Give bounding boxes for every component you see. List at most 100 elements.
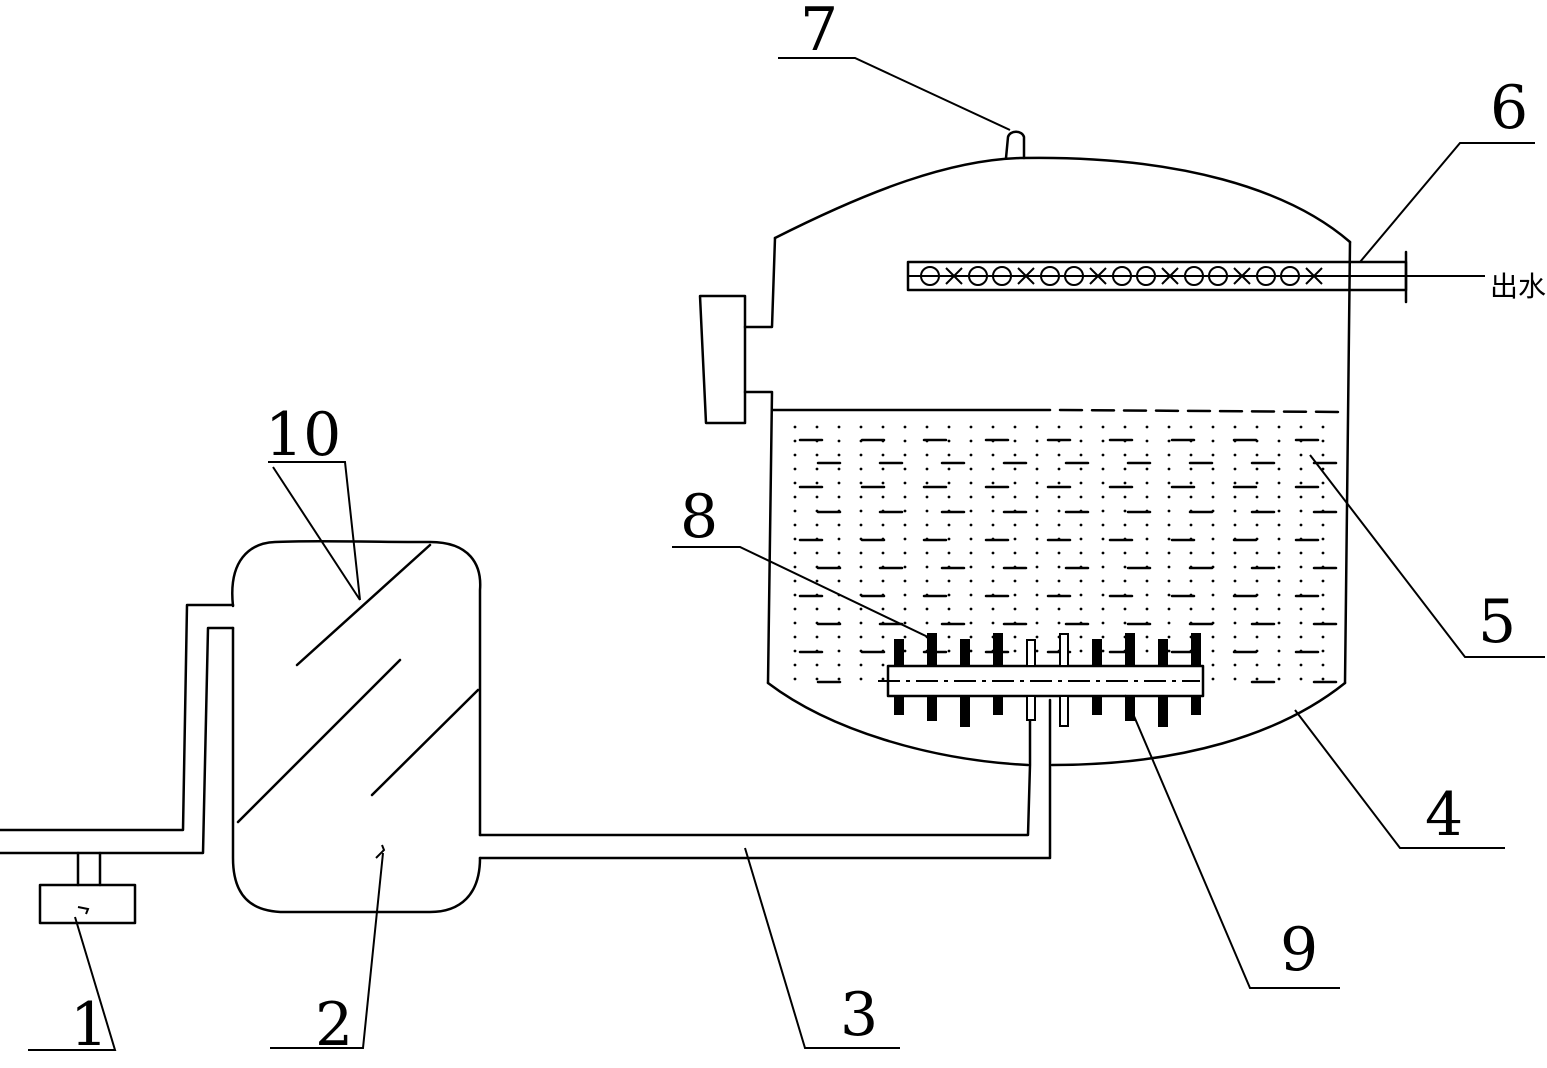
liquid-dot: [1189, 565, 1193, 569]
liquid-dot: [1145, 495, 1149, 499]
liquid-dot: [1013, 467, 1017, 471]
liquid-dot: [1277, 495, 1281, 499]
liquid-dot: [925, 523, 929, 527]
liquid-dot: [1255, 439, 1259, 443]
liquid-dot: [925, 495, 929, 499]
liquid-dot: [859, 439, 863, 443]
liquid-dot: [903, 649, 907, 653]
aerator-fin-bottom: [1026, 695, 1036, 721]
liquid-dot: [903, 621, 907, 625]
liquid-dot: [1145, 481, 1149, 485]
liquid-dot: [947, 425, 951, 429]
label-1: 1: [70, 990, 108, 1060]
liquid-dot: [1035, 579, 1039, 583]
liquid-dot: [1101, 509, 1105, 513]
liquid-dot: [1321, 621, 1325, 625]
aerator-fin-top: [894, 639, 904, 667]
liquid-dot: [1299, 425, 1303, 429]
liquid-dot: [837, 621, 841, 625]
liquid-dot: [1211, 467, 1215, 471]
inlet-pipe: [0, 603, 235, 887]
liquid-dot: [815, 551, 819, 555]
liquid-dot: [1255, 677, 1259, 681]
liquid-dot: [1255, 649, 1259, 653]
liquid-dot: [881, 425, 885, 429]
liquid-dot: [1189, 593, 1193, 597]
liquid-dot: [1057, 495, 1061, 499]
liquid-dot: [1299, 649, 1303, 653]
liquid-dot: [1167, 509, 1171, 513]
liquid-dot: [837, 523, 841, 527]
liquid-dot: [1145, 537, 1149, 541]
liquid-dot: [1233, 579, 1237, 583]
liquid-dot: [969, 593, 973, 597]
liquid-dot: [1013, 635, 1017, 639]
liquid-dot: [881, 439, 885, 443]
liquid-dot: [837, 467, 841, 471]
liquid-dot: [859, 663, 863, 667]
liquid-dot: [859, 495, 863, 499]
liquid-dot: [837, 509, 841, 513]
aerator-fin-bottom: [927, 695, 937, 721]
aerator-fin-top: [993, 633, 1003, 667]
filler-cross: [1089, 267, 1107, 285]
liquid-dot: [1057, 579, 1061, 583]
filler-ball: [920, 266, 940, 286]
liquid-dot: [1035, 593, 1039, 597]
liquid-dot: [903, 425, 907, 429]
liquid-dot: [947, 649, 951, 653]
liquid-dot: [815, 565, 819, 569]
liquid-dot: [1167, 551, 1171, 555]
liquid-dot: [1057, 537, 1061, 541]
liquid-dot: [793, 621, 797, 625]
liquid-dot: [991, 565, 995, 569]
liquid-dot: [881, 551, 885, 555]
liquid-dot: [815, 537, 819, 541]
liquid-dot: [1189, 509, 1193, 513]
liquid-dot: [1101, 523, 1105, 527]
liquid-dot: [793, 565, 797, 569]
liquid-dot: [1035, 607, 1039, 611]
liquid-dot: [793, 677, 797, 681]
liquid-dot: [991, 537, 995, 541]
liquid-dot: [1057, 453, 1061, 457]
liquid-dot: [1211, 439, 1215, 443]
liquid-dot: [881, 621, 885, 625]
liquid-dot: [903, 635, 907, 639]
liquid-dot: [947, 453, 951, 457]
liquid-dot: [903, 537, 907, 541]
liquid-dot: [881, 565, 885, 569]
liquid-dot: [793, 439, 797, 443]
liquid-dot: [1123, 607, 1127, 611]
liquid-dot: [1255, 481, 1259, 485]
liquid-dot: [859, 621, 863, 625]
liquid-dot: [1079, 495, 1083, 499]
liquid-dot: [1211, 509, 1215, 513]
liquid-dot: [991, 523, 995, 527]
liquid-dot: [1211, 565, 1215, 569]
liquid-dot: [925, 593, 929, 597]
liquid-dot: [815, 579, 819, 583]
liquid-dot: [969, 565, 973, 569]
liquid-dot: [903, 565, 907, 569]
vessel-2: [231, 539, 482, 914]
liquid-dot: [1211, 523, 1215, 527]
liquid-dot: [1145, 453, 1149, 457]
liquid-dot: [837, 635, 841, 639]
liquid-dot: [947, 579, 951, 583]
label-5: 5: [1478, 587, 1516, 657]
liquid-dot: [881, 593, 885, 597]
liquid-dot: [1255, 425, 1259, 429]
liquid-dot: [947, 565, 951, 569]
liquid-dot: [1035, 649, 1039, 653]
liquid-dot: [925, 565, 929, 569]
filler-cross: [1305, 267, 1323, 285]
liquid-dot: [903, 495, 907, 499]
liquid-dot: [859, 565, 863, 569]
liquid-dot: [1145, 593, 1149, 597]
liquid-dot: [1013, 593, 1017, 597]
liquid-dot: [1123, 481, 1127, 485]
liquid-dot: [1233, 453, 1237, 457]
aerator-fin-top: [960, 639, 970, 667]
liquid-dot: [881, 607, 885, 611]
